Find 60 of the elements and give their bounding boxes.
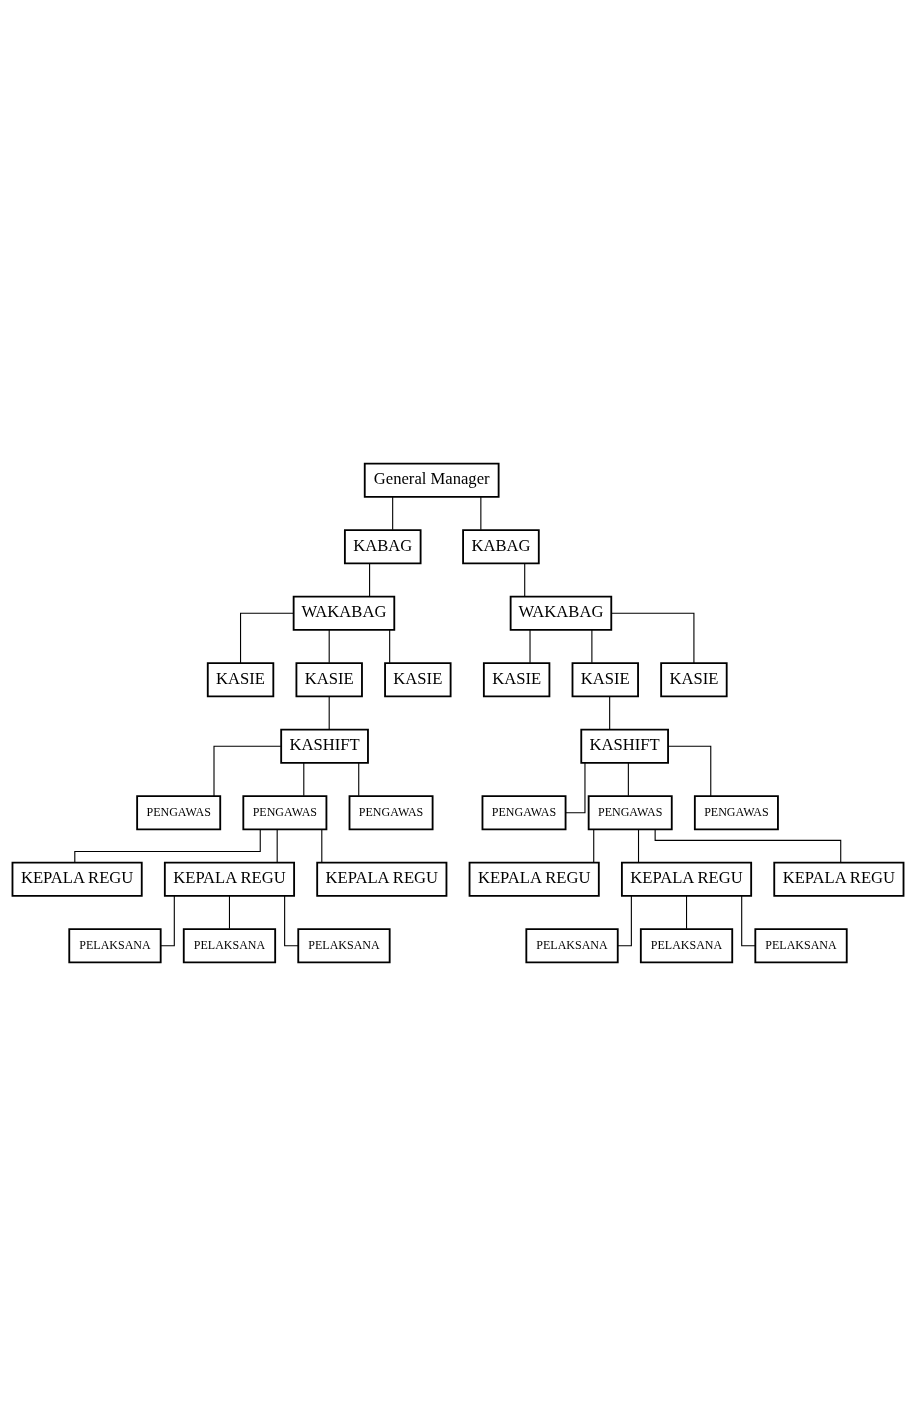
connector [213,745,282,796]
node-box: KEPALA REGU [11,861,143,897]
node-box: KASIE [384,661,452,697]
node-box: WAKABAG [509,595,613,631]
connector [369,562,371,597]
node-box: PELAKSANA [297,927,391,963]
connector [276,828,278,863]
node-box: KASHIFT [280,728,369,764]
connector [328,629,330,663]
connector [593,828,595,863]
connector [160,894,175,946]
node-box: PELAKSANA [754,927,848,963]
connector [228,894,231,929]
node-box: PELAKSANA [639,927,734,963]
node-box: PENGAWAS [693,794,779,830]
node-box: KEPALA REGU [316,861,448,897]
connector [637,828,640,863]
connector [74,828,261,863]
connector [480,496,482,530]
node-box: PELAKSANA [182,927,277,963]
node-box: KASIE [571,661,639,697]
node-box: KASIE [482,661,551,697]
node-box: KABAG [343,528,422,564]
node-box: PELAKSANA [525,927,619,963]
connector [358,761,360,796]
connector [389,629,391,663]
node-box: PENGAWAS [348,794,434,830]
node-box: PENGAWAS [481,794,567,830]
node-box: PENGAWAS [587,794,673,830]
node-box: WAKABAG [292,595,396,631]
node-box: KEPALA REGU [163,861,296,897]
connector [321,828,323,863]
connector [284,894,299,946]
connector [617,894,632,946]
connector [654,828,842,863]
node-box: KEPALA REGU [773,861,905,897]
node-box: KEPALA REGU [620,861,753,897]
connector [328,695,330,730]
node-box: KASIE [660,661,728,697]
connector [392,496,394,530]
connector [524,562,526,597]
connector [591,629,593,663]
connector [741,894,756,946]
node-box: KASIE [295,661,363,697]
connector [685,894,688,929]
connector [611,612,695,664]
node-box: PENGAWAS [242,794,328,830]
node-box: General Manager [363,462,500,498]
node-box: KEPALA REGU [468,861,600,897]
connector [627,761,629,796]
connector [303,761,305,796]
connector [529,629,531,663]
connector [609,695,611,730]
node-box: KASHIFT [580,728,669,764]
node-box: PELAKSANA [68,927,162,963]
node-box: KABAG [462,528,540,564]
node-box: KASIE [206,661,275,697]
connector [240,612,295,664]
connector [667,745,712,796]
node-box: PENGAWAS [136,794,222,830]
